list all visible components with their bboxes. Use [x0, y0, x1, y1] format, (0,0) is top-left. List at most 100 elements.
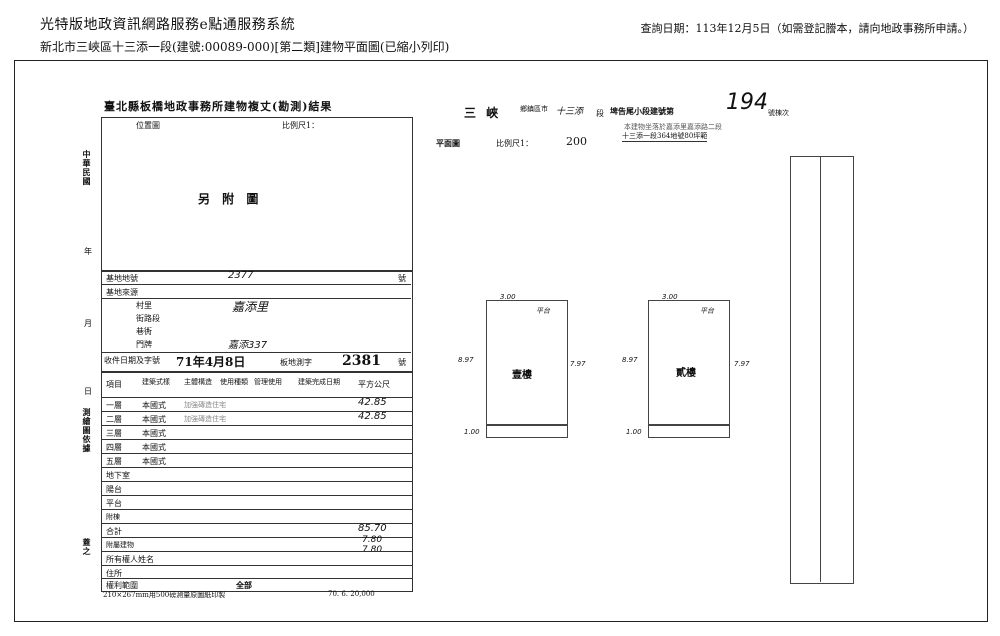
dim-797-2: 7.97 [734, 360, 750, 368]
row-line-2 [101, 298, 411, 299]
annex-area-1: 7.80 [362, 535, 383, 545]
system-title: 光特版地政資訊網路服務e點通服務系統 [40, 17, 296, 33]
building-number: 194 [726, 90, 768, 115]
side-stamp-column [790, 156, 854, 584]
owner-label: 所有權人姓名 [106, 555, 154, 564]
footer-left: 210×267mm用500磅測量原圖紙印製 [103, 591, 226, 599]
floor-row-2 [102, 411, 412, 412]
floor-row-7 [102, 481, 412, 482]
floor-2-name: 貳樓 [676, 368, 696, 379]
dim-897-2: 8.97 [622, 356, 638, 364]
footer-right: 70. 6. 20,000 [328, 590, 375, 598]
floor-row-6 [102, 467, 412, 468]
floor-1: 一層 [106, 401, 122, 410]
floor-4-struct: 本國式 [142, 443, 166, 452]
land-number-label: 基地地號 [106, 274, 138, 283]
floor-1-use: 加強磚造住宅 [184, 401, 226, 409]
floor-1-area: 42.85 [358, 397, 387, 408]
floor-row-10 [102, 523, 412, 524]
era-label: 中華民國 [82, 150, 92, 186]
plan-label: 平面圖 [436, 138, 460, 148]
note-2: 十三添一段364地號80坪範 [622, 132, 708, 142]
street-label: 街路段 [136, 314, 160, 323]
floor-3-struct: 本國式 [142, 429, 166, 438]
col-struct: 建築式樣 [142, 378, 170, 386]
floor-row-1 [102, 397, 412, 398]
door-label: 門牌 [136, 340, 152, 349]
floor-annex: 附棟 [106, 513, 120, 521]
floor-plan-1-annex [486, 424, 568, 438]
receipt-label: 收件日期及字號 [104, 356, 160, 365]
floor-row-13 [102, 565, 412, 566]
floor-row-14 [102, 578, 412, 579]
floor-row-8 [102, 495, 412, 496]
rights-value: 全部 [236, 580, 252, 590]
dim-797-1: 7.97 [570, 360, 586, 368]
floor-2-struct: 本國式 [142, 415, 166, 424]
annex-area-2: 7.80 [362, 545, 383, 555]
hao-1: 號 [398, 274, 406, 283]
land-info-box [101, 270, 413, 372]
col-mgmt: 管理使用 [254, 378, 282, 386]
floor-2-use: 加強磚造住宅 [184, 415, 226, 423]
form-title: 臺北縣板橋地政事務所建物複丈(勘測)結果 [104, 100, 333, 113]
note-1: 本建物坐落於嘉添里嘉添路二段 [624, 123, 722, 131]
col-date: 建築完成日期 [298, 378, 340, 386]
plan-scale-label: 比例尺1： [496, 139, 534, 148]
floor-1-struct: 本國式 [142, 401, 166, 410]
floor-row-12 [102, 551, 412, 552]
dim-300-2: 3.00 [662, 293, 678, 301]
floor-3: 三層 [106, 429, 122, 438]
annex-label: 附屬建物 [106, 541, 134, 549]
township-label: 鄉鎮區市 [520, 105, 548, 113]
address-line: 新北市三峽區十三添一段(建號:00089-000)[第二類]建物平面圖(已縮小列… [40, 40, 450, 54]
floor-row-5 [102, 453, 412, 454]
col-use: 使用種類 [220, 378, 248, 386]
col-area: 平方公尺 [358, 380, 390, 389]
floor-basement: 地下室 [106, 471, 130, 480]
receipt-no: 2381 [342, 353, 381, 369]
rights-label: 權利範圍 [106, 581, 138, 590]
dim-100-1: 1.00 [464, 428, 480, 436]
floor-1-name: 壹樓 [512, 370, 532, 381]
floor-row-3 [102, 425, 412, 426]
dim-897-1: 8.97 [458, 356, 474, 364]
seal-label: 蓋之 [82, 538, 92, 556]
day-label: 日 [84, 387, 92, 396]
floor-4: 四層 [106, 443, 122, 452]
floor-2-area: 42.85 [358, 411, 387, 422]
land-source-label: 基地來源 [106, 288, 138, 297]
floor-5: 五層 [106, 457, 122, 466]
receipt-no-label: 板地測字 [280, 358, 312, 367]
floor-row-11 [102, 537, 412, 538]
query-date: 查詢日期：113年12月5日（如需登記謄本，請向地政事務所申請。） [640, 22, 975, 35]
land-number-value: 2377 [228, 270, 254, 281]
floor-1-balcony: 平台 [536, 307, 550, 315]
alley-label: 巷衖 [136, 327, 152, 336]
receipt-date: 71年4月8日 [176, 355, 246, 369]
surveyor-label: 測繪圖依據 [82, 408, 92, 453]
floor-2-balcony: 平台 [700, 307, 714, 315]
side-stamp-inner [820, 156, 821, 582]
building-suffix: 號棟次 [768, 109, 789, 117]
location-map-label: 位置圖 [136, 121, 160, 130]
plan-scale-value: 200 [566, 135, 587, 148]
floor-plan-1 [486, 300, 568, 426]
floor-row-4 [102, 439, 412, 440]
door-value: 嘉添337 [228, 340, 268, 351]
floor-table: 項目 建築式樣 主體構造 使用種類 管理使用 建築完成日期 平方公尺 一層 本國… [101, 372, 413, 592]
document-frame [14, 60, 988, 622]
floor-5-struct: 本國式 [142, 457, 166, 466]
row-line-3 [101, 352, 411, 353]
hao-2: 號 [398, 358, 406, 367]
total-area: 85.70 [358, 523, 387, 534]
year-label: 年 [84, 247, 92, 256]
location-map-box [101, 117, 413, 272]
subsection-label: 埤告尾小段建號第 [610, 106, 674, 116]
village-label: 村里 [136, 301, 152, 310]
month-label: 月 [84, 319, 92, 328]
scale-label: 比例尺1： [282, 121, 320, 130]
sanxia-label: 三 峽 [464, 106, 502, 120]
floor-2: 二層 [106, 415, 122, 424]
floor-platform: 平台 [106, 499, 122, 508]
